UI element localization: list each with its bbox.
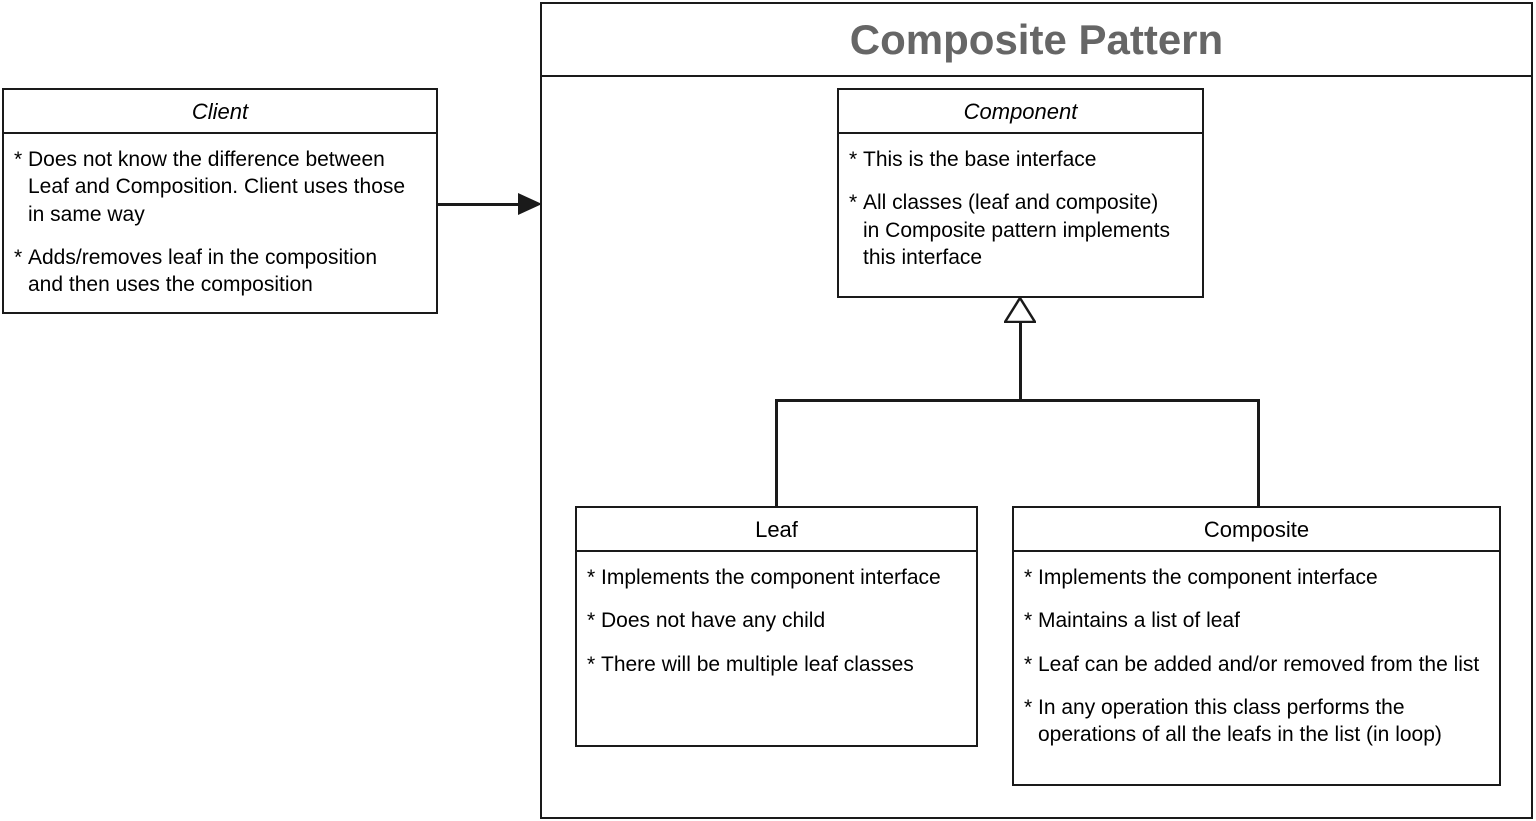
class-title-component: Component	[839, 90, 1202, 134]
bullet-marker: *	[1024, 566, 1033, 589]
class-body-component: *This is the base interface *All classes…	[839, 134, 1202, 281]
bullet-marker: *	[587, 652, 596, 676]
association-arrowhead-icon	[518, 193, 542, 215]
class-attribute-text: Implements the component interface	[1038, 566, 1378, 589]
class-attribute-item: *Does not know the difference between Le…	[14, 146, 426, 228]
generalization-horizontal-line	[775, 399, 1260, 402]
class-attribute-text: Does not know the difference between Lea…	[28, 148, 406, 226]
class-attribute-item: *Implements the component interface	[1024, 564, 1489, 591]
class-attribute-text: Does not have any child	[601, 609, 826, 633]
class-attribute-text: Maintains a list of leaf	[1038, 609, 1240, 633]
association-line-client-to-pattern	[438, 203, 534, 206]
class-title-composite: Composite	[1014, 508, 1499, 552]
class-attribute-item: *Adds/removes leaf in the composition an…	[14, 244, 426, 299]
class-body-composite: *Implements the component interface *Mai…	[1014, 552, 1499, 758]
class-attribute-item: *Leaf can be added and/or removed from t…	[1024, 651, 1489, 678]
class-attribute-text: This is the base interface	[863, 148, 1097, 171]
class-body-leaf: *Implements the component interface *Doe…	[577, 552, 976, 688]
generalization-hollow-triangle-icon	[1004, 297, 1036, 323]
class-box-composite[interactable]: Composite *Implements the component inte…	[1012, 506, 1501, 786]
generalization-drop-line-composite	[1257, 399, 1260, 507]
class-box-leaf[interactable]: Leaf *Implements the component interface…	[575, 506, 978, 747]
bullet-marker: *	[849, 191, 858, 215]
class-body-client: *Does not know the difference between Le…	[4, 134, 436, 308]
class-attribute-text: Adds/removes leaf in the composition and…	[28, 245, 378, 297]
class-attribute-item: *In any operation this class performs th…	[1024, 694, 1489, 749]
bullet-marker: *	[1024, 652, 1033, 676]
class-box-client[interactable]: Client *Does not know the difference bet…	[2, 88, 438, 314]
class-attribute-text: Leaf can be added and/or removed from th…	[1038, 652, 1480, 676]
class-attribute-text: In any operation this class performs the…	[1038, 695, 1442, 747]
class-attribute-item: *This is the base interface	[849, 146, 1192, 173]
class-title-client: Client	[4, 90, 436, 134]
class-attribute-text: All classes (leaf and composite) in Comp…	[863, 191, 1170, 269]
class-title-leaf: Leaf	[577, 508, 976, 552]
bullet-marker: *	[1024, 695, 1033, 719]
class-attribute-item: *All classes (leaf and composite) in Com…	[849, 189, 1192, 271]
bullet-marker: *	[587, 609, 596, 633]
bullet-marker: *	[849, 148, 858, 171]
class-attribute-item: *Maintains a list of leaf	[1024, 607, 1489, 634]
class-attribute-item: *There will be multiple leaf classes	[587, 651, 966, 678]
class-attribute-text: There will be multiple leaf classes	[601, 652, 914, 676]
class-box-component[interactable]: Component *This is the base interface *A…	[837, 88, 1204, 298]
bullet-marker: *	[1024, 609, 1033, 633]
class-attribute-item: *Implements the component interface	[587, 564, 966, 591]
page-title: Composite Pattern	[849, 15, 1224, 63]
pattern-title-bar: Composite Pattern	[542, 4, 1531, 77]
bullet-marker: *	[587, 566, 596, 589]
generalization-stem-line	[1019, 322, 1022, 402]
class-attribute-item: *Does not have any child	[587, 607, 966, 634]
class-attribute-text: Implements the component interface	[601, 566, 941, 589]
generalization-drop-line-leaf	[775, 399, 778, 507]
bullet-marker: *	[14, 148, 23, 171]
bullet-marker: *	[14, 245, 23, 269]
